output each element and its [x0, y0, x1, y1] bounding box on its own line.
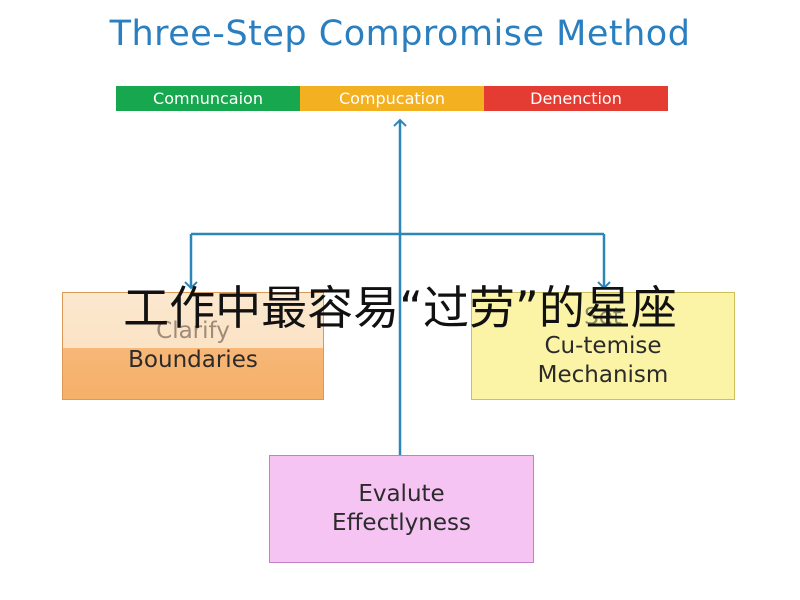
box-bottom-line2: Effectlyness — [332, 510, 471, 536]
box-left-line2: Boundaries — [128, 347, 258, 373]
diagram-title: Three-Step Compromise Method — [109, 14, 691, 54]
box-evaluate-effectiveness: Evalute Effectlyness — [269, 455, 534, 563]
step-segment-denenction: Denenction — [484, 86, 668, 111]
step-segment-communication: Comnuncaion — [116, 86, 300, 111]
box-bottom-line1: Evalute — [358, 481, 445, 507]
box-left-line1: Clarify — [156, 318, 230, 344]
box-right-line3: Mechanism — [537, 361, 669, 388]
step-segment-compucation: Compucation — [300, 86, 484, 111]
overlay-caption: 工作中最容易“过劳”的星座 — [123, 281, 677, 335]
box-right-line1: Set — [584, 303, 622, 330]
step-bar: Comnuncaion Compucation Denenction — [116, 86, 668, 111]
box-right-line2: Cu-temise — [544, 332, 662, 359]
box-clarify-boundaries: Clarify Boundaries — [62, 292, 324, 400]
box-customise-mechanism: Set Cu-temise Mechanism — [471, 292, 735, 400]
